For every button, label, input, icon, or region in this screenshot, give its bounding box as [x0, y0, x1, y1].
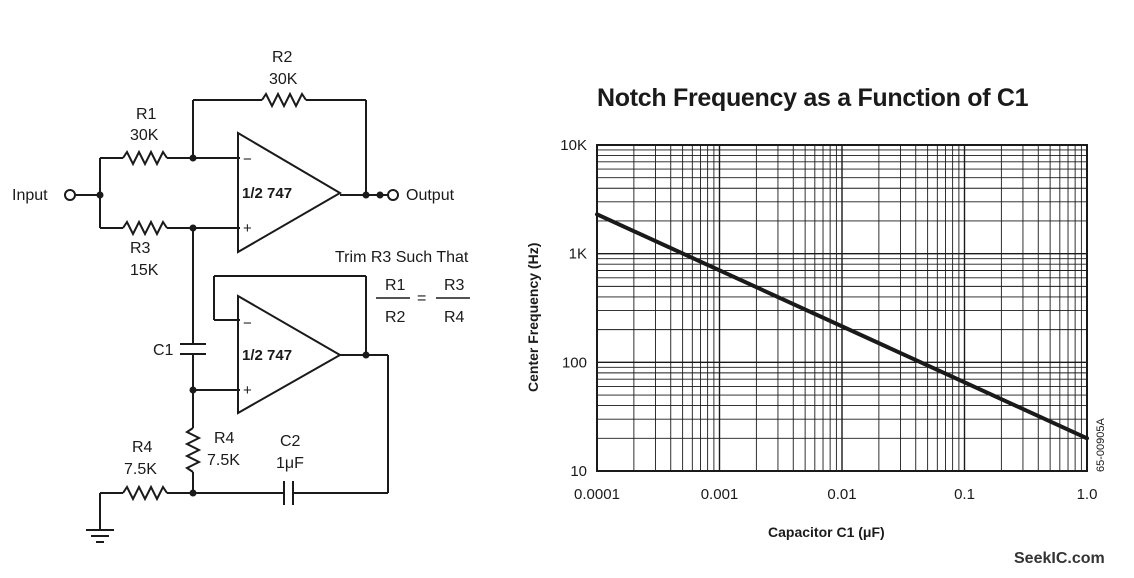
y-tick-label: 1K	[569, 246, 587, 263]
r4-horizontal-resistor	[122, 484, 168, 502]
buffer-output-node	[362, 351, 370, 359]
x-tick-label: 0.001	[701, 486, 739, 503]
r2-resistor	[261, 91, 307, 109]
r4-vertical-resistor	[184, 427, 202, 473]
opamp2-label: 1/2 747	[242, 347, 292, 364]
r3-value: 15K	[130, 262, 159, 279]
c2-name: C2	[280, 433, 301, 450]
opamp2-plus: +	[243, 382, 252, 399]
input-label: Input	[12, 187, 48, 204]
r4-horizontal-name: R4	[132, 439, 153, 456]
y-tick-label: 10K	[560, 137, 587, 154]
watermark: SeekIC.com	[1014, 550, 1105, 567]
r2-name: R2	[272, 49, 293, 66]
x-tick-labels: 0.0001 0.001 0.01 0.1 1.0	[574, 486, 1097, 503]
trim-equals: =	[417, 290, 426, 307]
trim-note-text: Trim R3 Such That	[335, 249, 469, 266]
x-axis-label: Capacitor C1 (μF)	[768, 524, 885, 540]
output-node	[362, 191, 370, 199]
plot-frame	[596, 144, 1088, 472]
r2-value: 30K	[269, 71, 298, 88]
r4-vertical-value: 7.5K	[207, 452, 240, 469]
y-tick-label: 10	[570, 463, 587, 480]
ground-icon	[86, 529, 114, 543]
figure-code: 65-00905A	[1095, 418, 1107, 472]
chart-series	[595, 212, 1089, 441]
chart-title: Notch Frequency as a Function of C1	[597, 84, 1029, 112]
opamp2-triangle	[237, 294, 343, 415]
r1-name: R1	[136, 106, 157, 123]
output-terminal	[387, 189, 399, 201]
r1-value: 30K	[130, 127, 159, 144]
x-tick-label: 0.0001	[574, 486, 620, 503]
r4-vertical-name: R4	[214, 430, 235, 447]
notch-filter-schematic: Input R1 30K R3 15K R2 30K − + 1/2 747	[12, 49, 470, 543]
y-tick-labels: 10 100 1K 10K	[560, 137, 587, 480]
c2-value: 1μF	[276, 455, 304, 472]
r3-resistor	[122, 219, 168, 237]
r4-horizontal-value: 7.5K	[124, 461, 157, 478]
c1-name: C1	[153, 342, 174, 359]
output-label: Output	[406, 187, 455, 204]
y-axis-label: Center Frequency (Hz)	[525, 243, 541, 392]
notch-frequency-chart: Notch Frequency as a Function of C1 0.00…	[525, 84, 1107, 540]
x-tick-label: 1.0	[1077, 486, 1098, 503]
trim-lhs-numerator: R1	[385, 277, 406, 294]
input-terminal	[64, 189, 76, 201]
opamp1-minus: −	[243, 151, 252, 168]
x-tick-label: 0.01	[827, 486, 856, 503]
y-tick-label: 100	[562, 354, 587, 371]
opamp1-triangle	[237, 131, 342, 254]
frequency-curve	[595, 212, 1089, 441]
chart-grid	[596, 144, 1088, 472]
opamp1-plus: +	[243, 220, 252, 237]
r3-name: R3	[130, 240, 151, 257]
x-tick-label: 0.1	[954, 486, 975, 503]
trim-rhs-numerator: R3	[444, 277, 465, 294]
opamp2-minus: −	[243, 315, 252, 332]
r1-resistor	[122, 149, 168, 167]
opamp1-label: 1/2 747	[242, 185, 292, 202]
trim-lhs-denominator: R2	[385, 309, 406, 326]
trim-rhs-denominator: R4	[444, 309, 465, 326]
